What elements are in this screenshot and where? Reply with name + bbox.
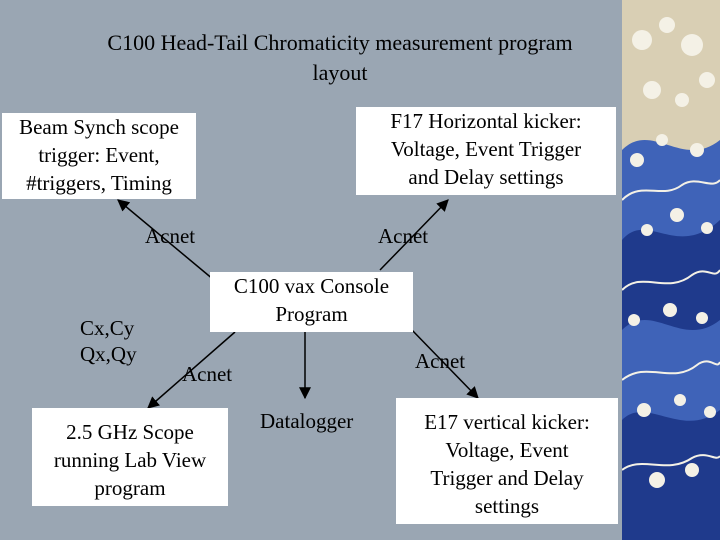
wave-art [622, 0, 720, 540]
beam-synch-line-2: trigger: Event, [2, 141, 196, 169]
console-line-1: C100 vax Console [210, 272, 413, 300]
acnet-label-lower-right: Acnet [415, 348, 465, 374]
datalogger-label: Datalogger [260, 408, 353, 434]
f17-line-3: and Delay settings [356, 163, 616, 191]
scope-line-1: 2.5 GHz Scope [32, 418, 228, 446]
lab-view-scope-box: 2.5 GHz Scope running Lab View program [32, 408, 228, 506]
acnet-label-upper-right: Acnet [378, 223, 428, 249]
scope-line-2: running Lab View [32, 446, 228, 474]
scope-line-3: program [32, 474, 228, 502]
console-program-box: C100 vax Console Program [210, 272, 413, 332]
chromaticity-tune-label: Cx,Cy Qx,Qy [80, 315, 137, 367]
acnet-label-upper-left: Acnet [145, 223, 195, 249]
e17-kicker-box: E17 vertical kicker: Voltage, Event Trig… [396, 398, 618, 524]
beam-synch-box: Beam Synch scope trigger: Event, #trigge… [2, 113, 196, 199]
e17-line-3: Trigger and Delay [396, 464, 618, 492]
chroma-line-2: Qx,Qy [80, 341, 137, 367]
console-line-2: Program [210, 300, 413, 328]
e17-line-2: Voltage, Event [396, 436, 618, 464]
e17-line-4: settings [396, 492, 618, 520]
chroma-line-1: Cx,Cy [80, 315, 137, 341]
f17-line-1: F17 Horizontal kicker: [356, 107, 616, 135]
beam-synch-line-3: #triggers, Timing [2, 169, 196, 197]
e17-line-1: E17 vertical kicker: [396, 408, 618, 436]
wave-decoration [622, 0, 720, 540]
beam-synch-line-1: Beam Synch scope [2, 113, 196, 141]
acnet-label-lower-left: Acnet [182, 361, 232, 387]
f17-line-2: Voltage, Event Trigger [356, 135, 616, 163]
f17-kicker-box: F17 Horizontal kicker: Voltage, Event Tr… [356, 107, 616, 195]
